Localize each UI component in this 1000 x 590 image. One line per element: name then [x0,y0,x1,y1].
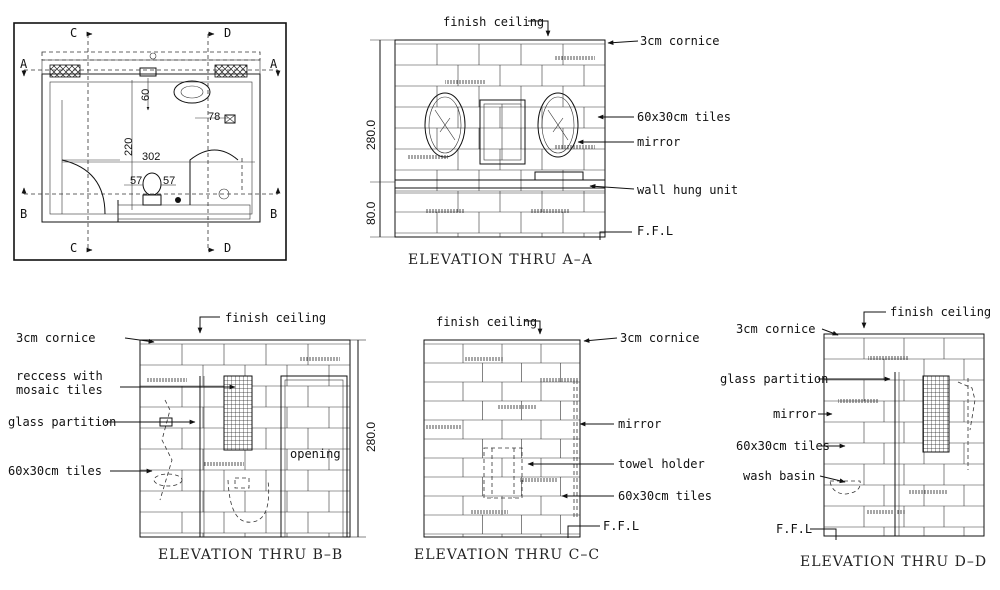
floor-plan: 60 78 220 302 57 57 C D C D A A B B [13,22,287,261]
aa-dim-280: 280.0 [364,120,378,150]
bb-label-tiles: 60x30cm tiles [8,464,102,478]
section-B-right: B [270,207,277,221]
bb-label-cornice: 3cm cornice [16,331,95,345]
dd-label-wash-basin: wash basin [743,469,815,483]
dd-label-mirror: mirror [773,407,816,421]
cc-label-tiles: 60x30cm tiles [618,489,712,503]
elevation-c-c: finish ceiling 3cm cornice mirror towel … [414,315,712,563]
bb-label-finish-ceiling: finish ceiling [225,311,326,325]
section-C-bottom: C [70,241,77,255]
dd-title: ELEVATION THRU D–D [800,554,987,570]
dd-label-tiles: 60x30cm tiles [736,439,830,453]
section-D-bottom: D [224,241,231,255]
elevation-a-a: 280.0 80.0 finish ceiling 3cm cornice 60… [364,15,738,268]
section-A-left: A [20,57,28,71]
cc-label-ffl: F.F.L [603,519,639,533]
aa-label-finish-ceiling: finish ceiling [443,15,544,29]
dim-60: 60 [140,89,152,101]
dim-78: 78 [208,111,220,123]
bb-label-reccess-1: reccess with [16,369,103,383]
section-D-top: D [224,26,231,40]
aa-label-mirror: mirror [637,135,680,149]
elevation-b-b: 280.0 finish ceiling 3cm cornice reccess… [8,311,378,563]
dd-label-cornice: 3cm cornice [736,322,815,336]
section-B-left: B [20,207,27,221]
cc-label-finish-ceiling: finish ceiling [436,315,537,329]
bb-title: ELEVATION THRU B–B [158,547,343,563]
bb-label-opening: opening [290,447,341,461]
bb-label-reccess-2: mosaic tiles [16,383,103,397]
dd-mosaic-recess [922,375,950,453]
bb-dim-280: 280.0 [364,422,378,452]
dim-57a: 57 [130,175,142,187]
aa-title: ELEVATION THRU A–A [408,252,593,268]
plan-frame [13,22,287,261]
cc-label-mirror: mirror [618,417,661,431]
dim-220: 220 [123,138,135,156]
cc-towel-holder [483,447,523,499]
dd-label-finish-ceiling: finish ceiling [890,305,991,319]
elevation-d-d: 3cm cornice finish ceiling glass partiti… [720,305,991,570]
aa-dim-80: 80.0 [364,201,378,225]
cc-title: ELEVATION THRU C–C [414,547,600,563]
aa-label-cornice: 3cm cornice [640,34,719,48]
dd-label-ffl: F.F.L [776,522,812,536]
dim-302: 302 [142,151,160,163]
section-A-right: A [270,57,278,71]
cc-label-cornice: 3cm cornice [620,331,699,345]
section-C-top: C [70,26,77,40]
aa-label-wall-hung-unit: wall hung unit [637,183,738,197]
cc-label-towel-holder: towel holder [618,457,705,471]
bb-mosaic-recess [223,375,253,451]
aa-label-ffl: F.F.L [637,224,673,238]
aa-label-tiles: 60x30cm tiles [637,110,731,124]
dd-label-glass-partition: glass partition [720,372,828,386]
bb-label-glass-partition: glass partition [8,415,116,429]
dim-57b: 57 [163,175,175,187]
